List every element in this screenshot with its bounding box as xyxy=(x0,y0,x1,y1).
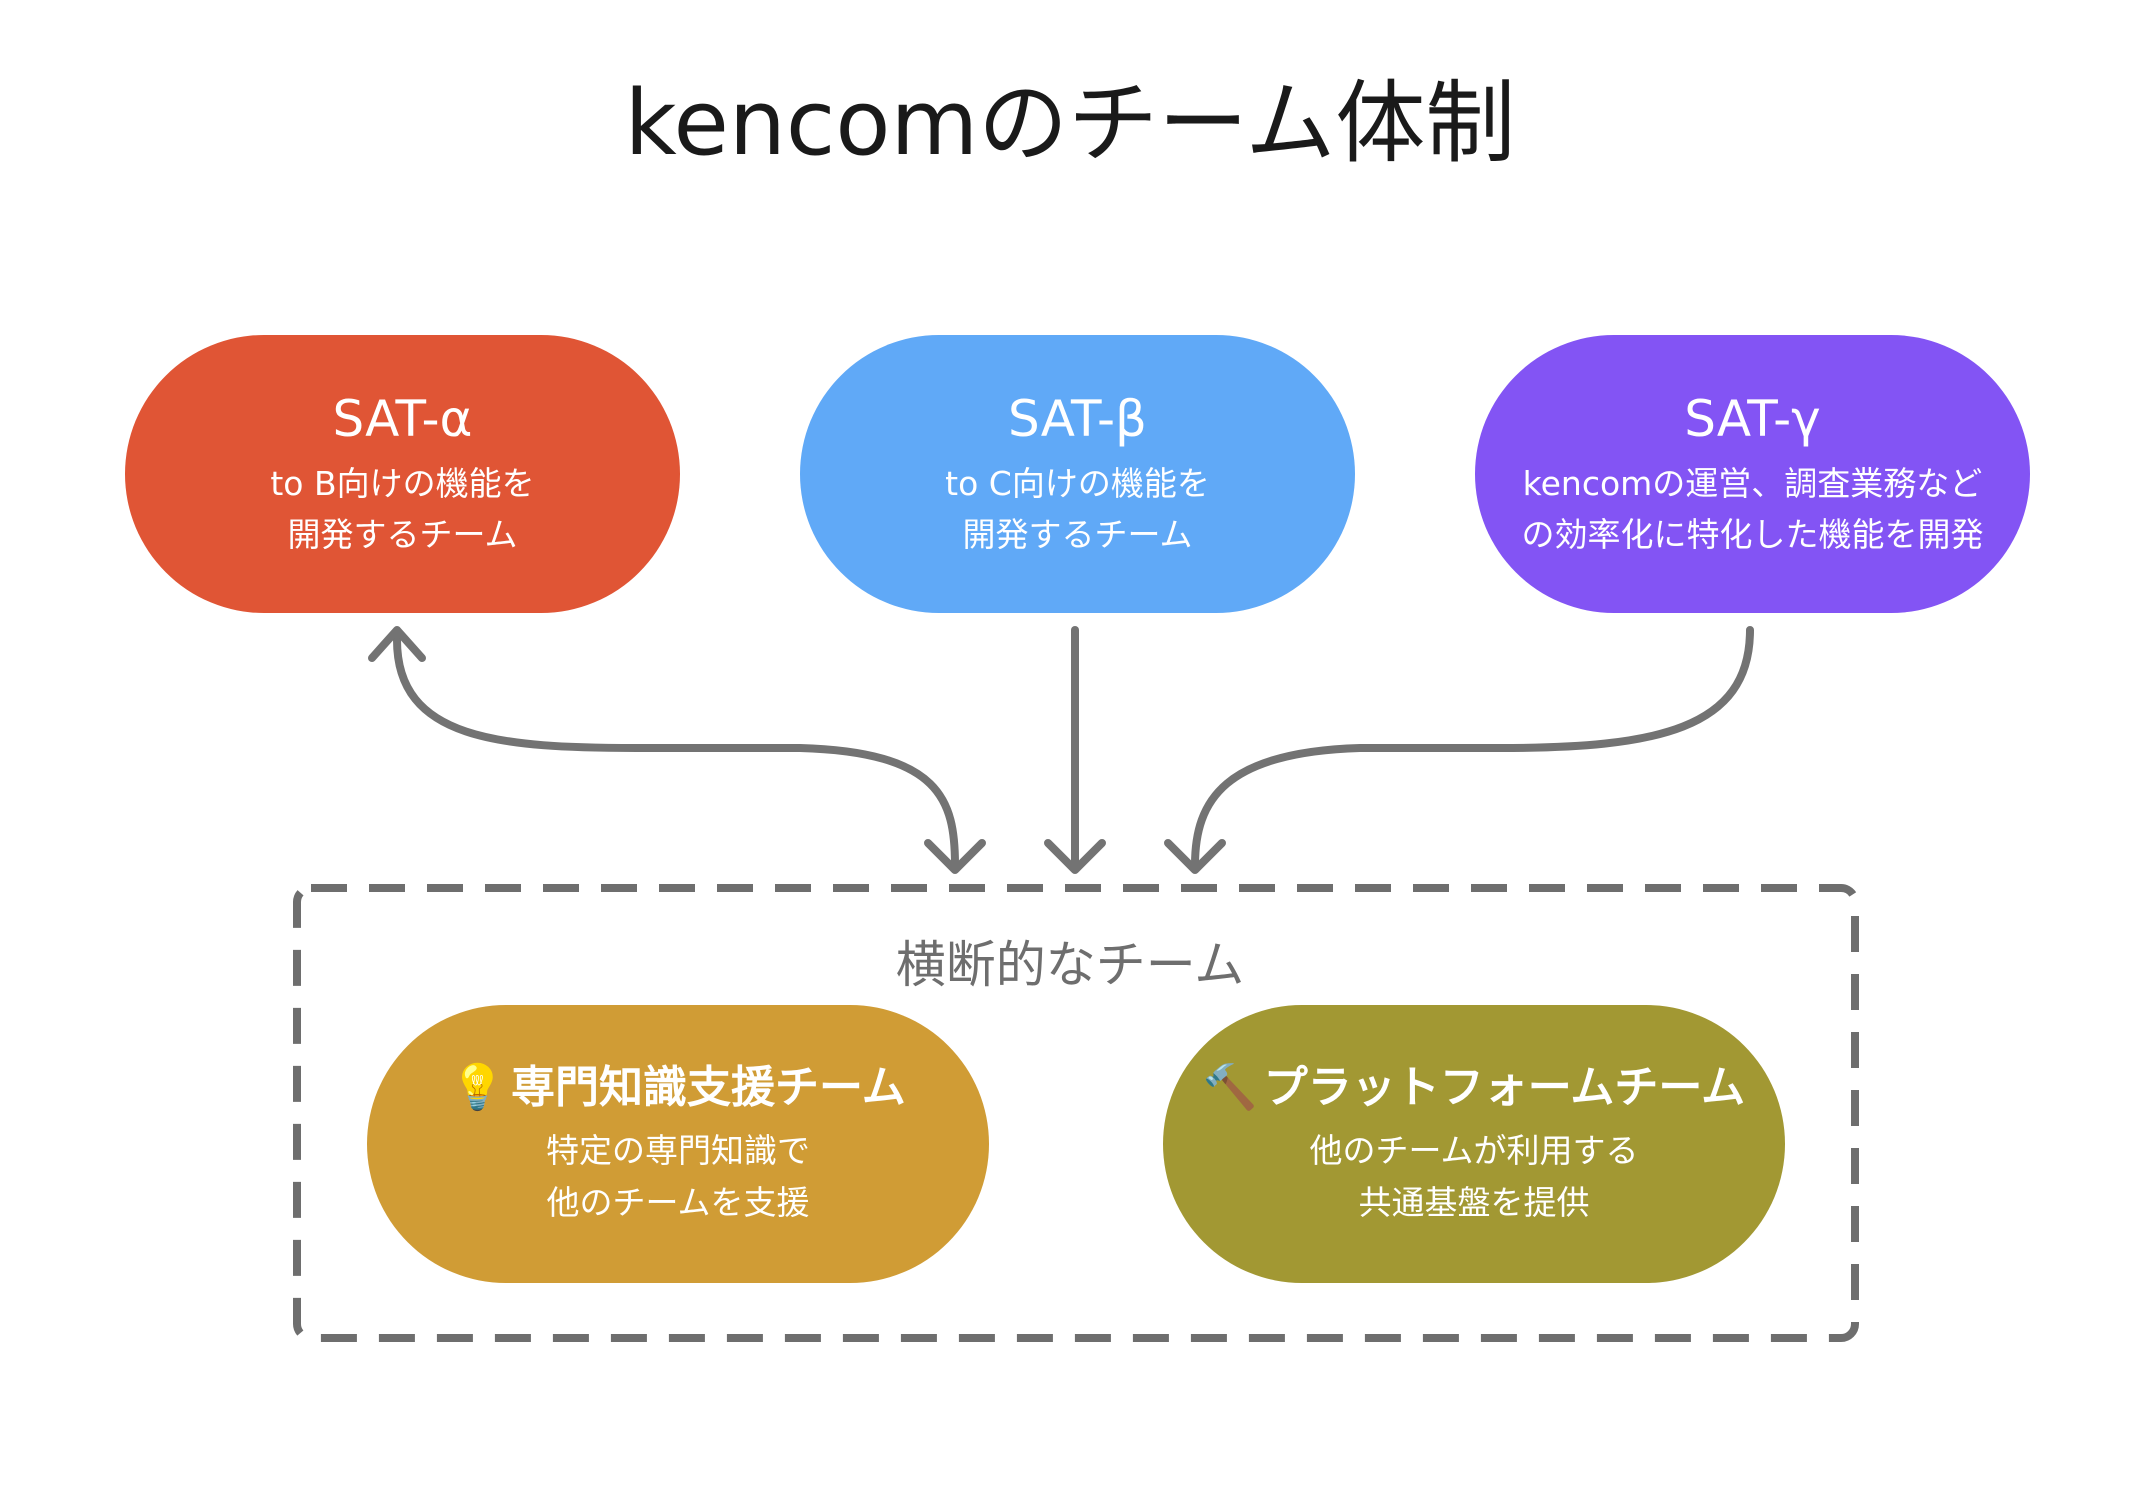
cross-functional-group-box xyxy=(293,884,1859,1342)
arrow-sat-gamma-down xyxy=(1191,626,1754,869)
team-node-sat-beta: SAT-β to C向けの機能を 開発するチーム xyxy=(800,335,1355,613)
team-description-line: kencomの運営、調査業務など xyxy=(1522,464,1983,504)
team-node-sat-gamma: SAT-γ kencomの運営、調査業務など の効率化に特化した機能を開発 xyxy=(1475,335,2030,613)
team-description-line: 他のチームを支援 xyxy=(546,1182,810,1222)
team-name-text: 専門知識支援チーム xyxy=(511,1062,906,1114)
arrowhead-down-icon xyxy=(1044,839,1106,874)
arrowhead-down-icon xyxy=(1164,839,1226,874)
team-description-line: to C向けの機能を xyxy=(945,464,1210,504)
group-label: 横断的なチーム xyxy=(895,936,1245,994)
team-name: 💡専門知識支援チーム xyxy=(450,1060,905,1115)
arrowhead-down-icon xyxy=(924,839,986,874)
page-title: kencomのチーム体制 xyxy=(624,71,1516,176)
team-description-line: 他のチームが利用する xyxy=(1309,1131,1639,1171)
team-name: SAT-β xyxy=(1008,389,1147,448)
hammer-icon: 🔨 xyxy=(1202,1062,1258,1114)
team-node-platform: 🔨プラットフォームチーム 他のチームが利用する 共通基盤を提供 xyxy=(1163,1005,1785,1283)
team-description-line: 開発するチーム xyxy=(287,515,518,555)
team-node-sat-alpha: SAT-α to B向けの機能を 開発するチーム xyxy=(125,335,680,613)
team-description-line: 開発するチーム xyxy=(962,515,1193,555)
arrow-sat-alpha-bidirectional xyxy=(393,636,959,869)
team-node-expert-support: 💡専門知識支援チーム 特定の専門知識で 他のチームを支援 xyxy=(367,1005,989,1283)
team-name: SAT-α xyxy=(332,389,473,448)
team-description-line: の効率化に特化した機能を開発 xyxy=(1521,515,1984,555)
team-description-line: 共通基盤を提供 xyxy=(1358,1182,1590,1222)
team-name: SAT-γ xyxy=(1684,389,1821,448)
team-description-line: 特定の専門知識で xyxy=(546,1131,810,1171)
arrowhead-up-icon xyxy=(368,626,426,662)
team-name: 🔨プラットフォームチーム xyxy=(1203,1060,1745,1115)
lightbulb-icon: 💡 xyxy=(450,1062,506,1114)
team-description-line: to B向けの機能を xyxy=(270,464,535,504)
team-name-text: プラットフォームチーム xyxy=(1263,1062,1746,1114)
